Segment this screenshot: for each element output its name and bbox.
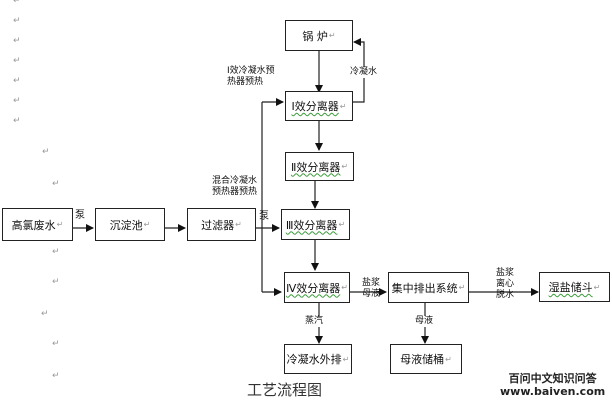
sep4-box: Ⅳ效分离器↵ (284, 272, 350, 303)
preheat-label-2-line1: 混合冷凝水 (212, 176, 258, 186)
paragraph-mark: ↵ (341, 162, 349, 171)
condensate-discharge-label: 冷凝水外排 (286, 353, 342, 366)
pump-label-2: 泵 (259, 211, 269, 222)
preheat-label-1: Ⅰ效冷凝水预 热器预热 (227, 66, 275, 88)
paragraph-mark: ↵ (52, 277, 60, 287)
pump-label-1: 泵 (75, 210, 85, 221)
paragraph-mark: ↵ (143, 220, 151, 229)
paragraph-mark: ↵ (42, 147, 50, 157)
sep3-label: Ⅲ效分离器 (285, 218, 338, 232)
paragraph-mark: ↵ (338, 220, 346, 229)
dewater-label-line3: 脱水 (496, 290, 515, 300)
paragraph-mark: ↵ (13, 0, 21, 6)
sep1-box: Ⅰ效分离器↵ (285, 91, 353, 121)
paragraph-mark: ↵ (458, 283, 466, 292)
paragraph-mark: ↵ (328, 31, 336, 40)
paragraph-mark: ↵ (593, 282, 601, 292)
preheat-label-1-line2: 热器预热 (227, 77, 264, 87)
paragraph-mark: ↵ (339, 101, 347, 111)
slurry-label-line2: 母液 (362, 289, 381, 299)
figure-caption: 工艺流程图 (247, 381, 323, 399)
paragraph-mark: ↵ (13, 116, 21, 126)
preheat-label-1-line1: Ⅰ效冷凝水预 (227, 66, 275, 76)
wastewater-box: 高氯废水↵ (2, 208, 73, 241)
slurry-label-line1: 盐浆 (362, 278, 381, 288)
filter-box: 过滤器↵ (187, 208, 256, 241)
paragraph-mark: ↵ (56, 220, 64, 229)
slurry-label: 盐浆 母液 (362, 278, 380, 300)
condensate-label: 冷凝水 (350, 67, 378, 78)
filter-label: 过滤器 (201, 218, 235, 232)
watermark: 百问中文知识问答 www.baiven.com (500, 372, 605, 398)
sep4-label: Ⅳ效分离器 (286, 281, 341, 295)
mother-liquor-label: 母液 (415, 316, 434, 327)
boiler-label: 锅 炉 (302, 29, 328, 43)
wet-salt-hopper-box: 湿盐储斗↵ (539, 272, 610, 302)
paragraph-mark: ↵ (52, 179, 60, 189)
paragraph-mark: ↵ (41, 309, 49, 319)
mother-liquor-tank-label: 母液储桶 (400, 353, 445, 366)
sep3-box: Ⅲ效分离器↵ (281, 209, 350, 240)
paragraph-mark: ↵ (52, 247, 60, 257)
discharge-system-box: 集中排出系统↵ (388, 272, 469, 303)
paragraph-mark: ↵ (13, 16, 21, 26)
steam-label: 蒸汽 (305, 316, 324, 327)
sep2-box: Ⅱ效分离器↵ (285, 152, 354, 181)
settling-tank-box: 沉淀池↵ (95, 208, 165, 241)
paragraph-mark: ↵ (341, 283, 348, 292)
preheat-label-2: 混合冷凝水 预热器预热 (212, 176, 257, 198)
watermark-title: 百问中文知识问答 (508, 372, 597, 385)
sep2-label: Ⅱ效分离器 (290, 160, 341, 174)
sep1-label: Ⅰ效分离器 (291, 100, 339, 113)
discharge-system-label: 集中排出系统 (391, 281, 458, 295)
preheat-label-2-line2: 预热器预热 (212, 187, 258, 197)
dewater-label: 盐浆 离心 脱水 (496, 268, 514, 301)
boiler-box: 锅 炉↵ (285, 20, 353, 51)
settling-tank-label: 沉淀池 (109, 218, 143, 232)
paragraph-mark: ↵ (52, 371, 60, 381)
paragraph-mark: ↵ (235, 220, 242, 229)
paragraph-mark: ↵ (342, 354, 350, 364)
paragraph-mark: ↵ (13, 56, 21, 66)
paragraph-mark: ↵ (52, 339, 60, 349)
wet-salt-hopper-label: 湿盐储斗 (548, 281, 593, 294)
paragraph-mark: ↵ (13, 36, 21, 46)
paragraph-mark: ↵ (13, 76, 21, 86)
watermark-url: www.baiven.com (500, 385, 606, 398)
paragraph-mark: ↵ (13, 96, 21, 106)
dewater-label-line2: 离心 (496, 279, 515, 289)
paragraph-mark: ↵ (445, 354, 452, 364)
wastewater-label: 高氯废水 (11, 218, 56, 232)
condensate-discharge-box: 冷凝水外排↵ (284, 344, 352, 374)
mother-liquor-tank-box: 母液储桶↵ (390, 344, 462, 374)
dewater-label-line1: 盐浆 (496, 268, 515, 278)
